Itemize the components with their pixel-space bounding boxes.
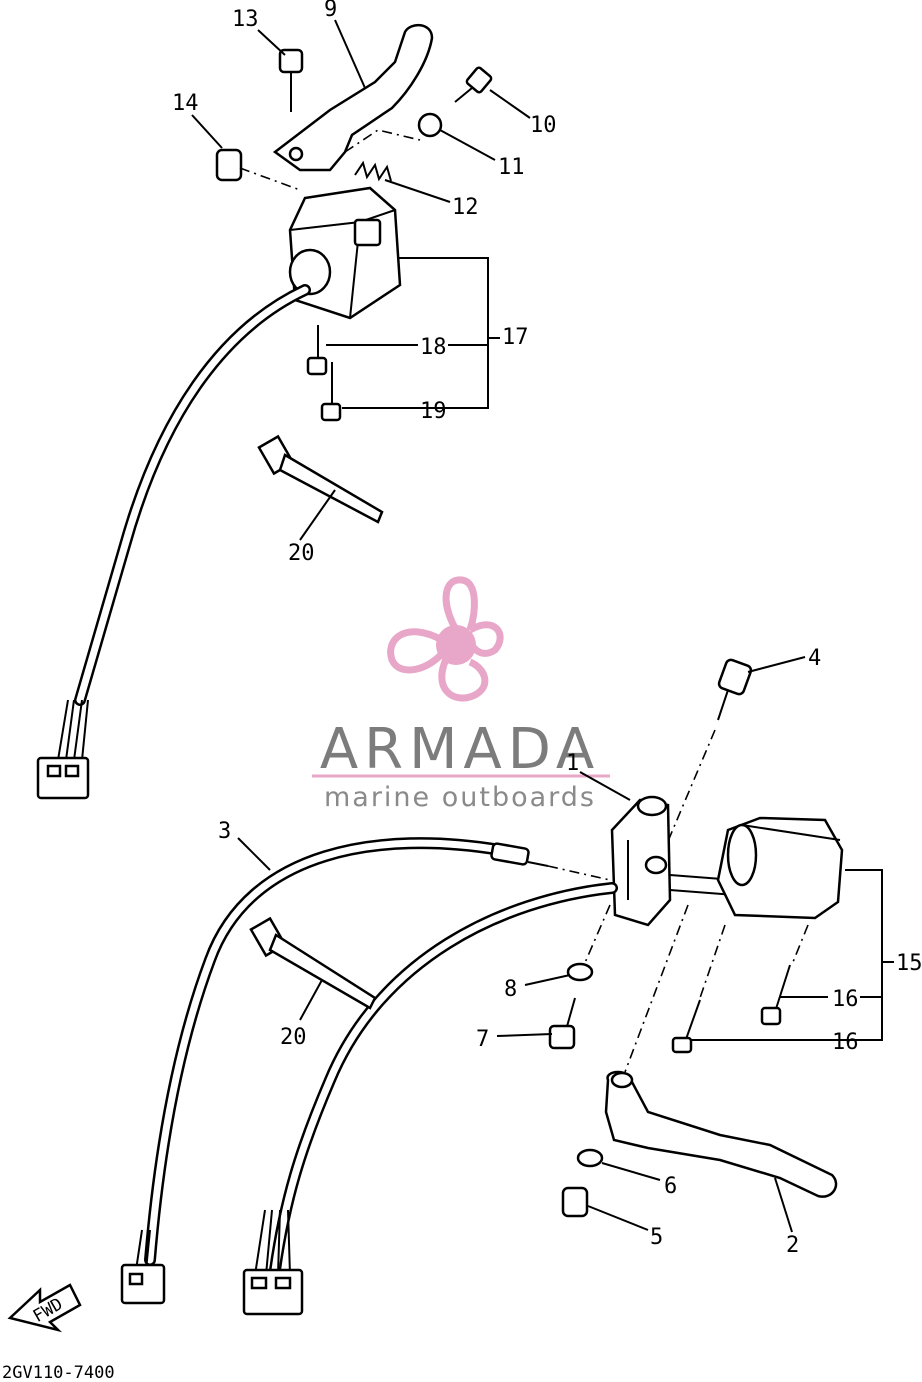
callout-7: 7 bbox=[476, 1027, 489, 1052]
callout-1: 1 bbox=[566, 751, 579, 776]
callout-11: 11 bbox=[498, 155, 525, 180]
bracket-17 bbox=[342, 257, 500, 409]
washer-part bbox=[566, 962, 594, 982]
leader-9 bbox=[334, 19, 366, 89]
leader-10 bbox=[489, 89, 531, 119]
leader-1 bbox=[579, 771, 631, 801]
callout-14: 14 bbox=[172, 91, 199, 116]
callout-17: 17 bbox=[502, 325, 529, 350]
clutch-lever-part bbox=[272, 24, 434, 172]
leader-13 bbox=[257, 29, 286, 56]
left-switch-cable bbox=[74, 284, 311, 706]
right-switch-housing-part bbox=[716, 816, 844, 920]
propeller-logo-icon bbox=[387, 576, 504, 702]
leader-20-upper bbox=[299, 489, 336, 541]
leader-2 bbox=[774, 1177, 793, 1233]
connector-lower-right bbox=[242, 1209, 304, 1316]
lever-bracket-part bbox=[610, 795, 672, 927]
fwd-arrow-icon: FWD bbox=[7, 1283, 82, 1333]
leader-14 bbox=[191, 114, 223, 149]
leader-7 bbox=[496, 1033, 553, 1037]
connector-lower-left bbox=[120, 1229, 166, 1305]
screw-16b-part bbox=[671, 999, 701, 1054]
bracket-15 bbox=[690, 869, 894, 1041]
leader-11 bbox=[439, 129, 496, 161]
callout-16a: 16 bbox=[832, 987, 859, 1012]
watermark-brand: ARMADA bbox=[320, 717, 600, 782]
leader-4 bbox=[747, 656, 806, 673]
cable-end-fitting bbox=[490, 842, 549, 867]
callout-8: 8 bbox=[504, 977, 517, 1002]
screw-19-part bbox=[320, 362, 342, 422]
leader-8 bbox=[524, 974, 571, 986]
lever-bolt-part bbox=[278, 48, 304, 112]
throttle-cable bbox=[144, 837, 506, 1266]
bolt-4-part bbox=[717, 658, 753, 721]
screw-part bbox=[454, 66, 493, 103]
nut-part-11 bbox=[417, 112, 443, 138]
callout-5: 5 bbox=[650, 1225, 663, 1250]
nut-5-part bbox=[561, 1186, 589, 1218]
brake-lever-part bbox=[604, 1070, 838, 1198]
leader-3 bbox=[237, 837, 271, 871]
leader-5 bbox=[587, 1205, 649, 1231]
diagram-code: 2GV110-7400 bbox=[2, 1363, 115, 1382]
callout-15: 15 bbox=[896, 951, 922, 976]
callout-12: 12 bbox=[452, 195, 479, 220]
screw-18-part bbox=[306, 325, 328, 376]
nut-part bbox=[215, 148, 243, 182]
leader-12 bbox=[384, 179, 451, 203]
spacer-part bbox=[576, 1148, 604, 1168]
callouts: 13 9 14 10 11 12 17 18 19 20 4 1 3 15 8 … bbox=[172, 0, 922, 1258]
leader-6 bbox=[601, 1162, 661, 1181]
upper-assembly bbox=[36, 19, 531, 800]
watermark: ARMADA marine outboards bbox=[312, 576, 610, 813]
screw-16a-part bbox=[760, 964, 791, 1026]
cable-tie-lower-part bbox=[249, 916, 377, 1010]
callout-16b: 16 bbox=[832, 1030, 859, 1055]
callout-2: 2 bbox=[786, 1233, 799, 1258]
callout-6: 6 bbox=[664, 1174, 677, 1199]
callout-19: 19 bbox=[420, 399, 447, 424]
connector-upper bbox=[36, 699, 90, 800]
callout-13: 13 bbox=[232, 7, 259, 32]
callout-10: 10 bbox=[530, 113, 557, 138]
watermark-tagline: marine outboards bbox=[324, 782, 596, 813]
bolt-7-part bbox=[548, 997, 576, 1050]
callout-9: 9 bbox=[324, 0, 337, 22]
cable-tie-upper-part bbox=[257, 434, 384, 524]
callout-18: 18 bbox=[420, 335, 447, 360]
callout-4: 4 bbox=[808, 646, 821, 671]
left-switch-housing-part bbox=[288, 186, 402, 320]
callout-3: 3 bbox=[218, 819, 231, 844]
leader-20-lower bbox=[299, 979, 323, 1021]
callout-20-lower: 20 bbox=[280, 1025, 307, 1050]
callout-20-upper: 20 bbox=[288, 541, 315, 566]
lower-assembly: FWD bbox=[7, 656, 894, 1333]
spring-part bbox=[354, 160, 392, 182]
